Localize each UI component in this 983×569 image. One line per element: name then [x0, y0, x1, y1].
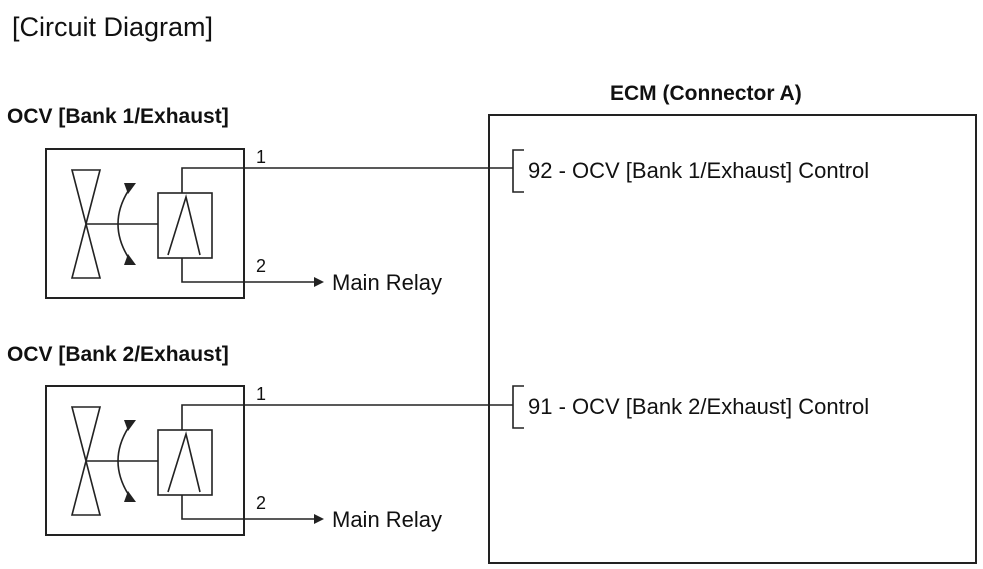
ocv-bank2-pin2-label: 2	[256, 493, 266, 513]
ocv-bank2-main-relay-label: Main Relay	[332, 507, 442, 532]
ecm-box	[488, 114, 977, 564]
ecm-pin-91-connector	[512, 385, 524, 429]
ocv-bank1-lead-2	[181, 258, 244, 283]
ocv-bank2-arrow-up-icon	[124, 420, 136, 431]
ocv-bank2-actuation-arrow-icon	[117, 424, 131, 498]
ocv-bank1-pin2-label: 2	[256, 256, 266, 276]
ocv-bank1-arrow-down-icon	[124, 254, 136, 265]
ocv-bank2-label: OCV [Bank 2/Exhaust]	[7, 343, 229, 366]
ocv-bank1-arrow-up-icon	[124, 183, 136, 194]
ocv-bank1-solenoid-icon	[157, 192, 213, 259]
ocv-bank2-coil-icon	[167, 430, 201, 493]
ocv-bank2-arrow-down-icon	[124, 491, 136, 502]
ecm-pin-91-label: 91 - OCV [Bank 2/Exhaust] Control	[528, 394, 869, 419]
ocv-bank1-main-relay-label: Main Relay	[332, 270, 442, 295]
ocv-bank1-lead-1	[181, 167, 244, 193]
ocv-bank1-group: OCV [Bank 1/Exhaust] 1 2 Main Relay	[7, 105, 513, 299]
ocv-bank2-lead-2	[181, 495, 244, 520]
ecm-label: ECM (Connector A)	[610, 82, 802, 105]
ocv-bank1-box	[45, 148, 245, 299]
diagram-title: [Circuit Diagram]	[12, 12, 213, 42]
ocv-bank1-coil-icon	[167, 193, 201, 256]
ecm-pin-92-connector	[512, 149, 524, 193]
ocv-bank1-valve-icon	[70, 169, 102, 279]
ocv-bank1-label: OCV [Bank 1/Exhaust]	[7, 105, 229, 128]
ocv-bank2-box	[45, 385, 245, 536]
ocv-bank2-lead-1	[181, 404, 244, 430]
ocv-bank2-valve-icon	[70, 406, 102, 516]
ocv-bank2-pin1-label: 1	[256, 384, 266, 404]
ocv-bank1-pin1-label: 1	[256, 147, 266, 167]
ocv-bank1-actuation-arrow-icon	[117, 187, 131, 261]
ecm-pin-92-label: 92 - OCV [Bank 1/Exhaust] Control	[528, 158, 869, 183]
ocv-bank2-group: OCV [Bank 2/Exhaust] 1 2 Main Relay	[7, 343, 513, 536]
ocv-bank2-solenoid-icon	[157, 429, 213, 496]
